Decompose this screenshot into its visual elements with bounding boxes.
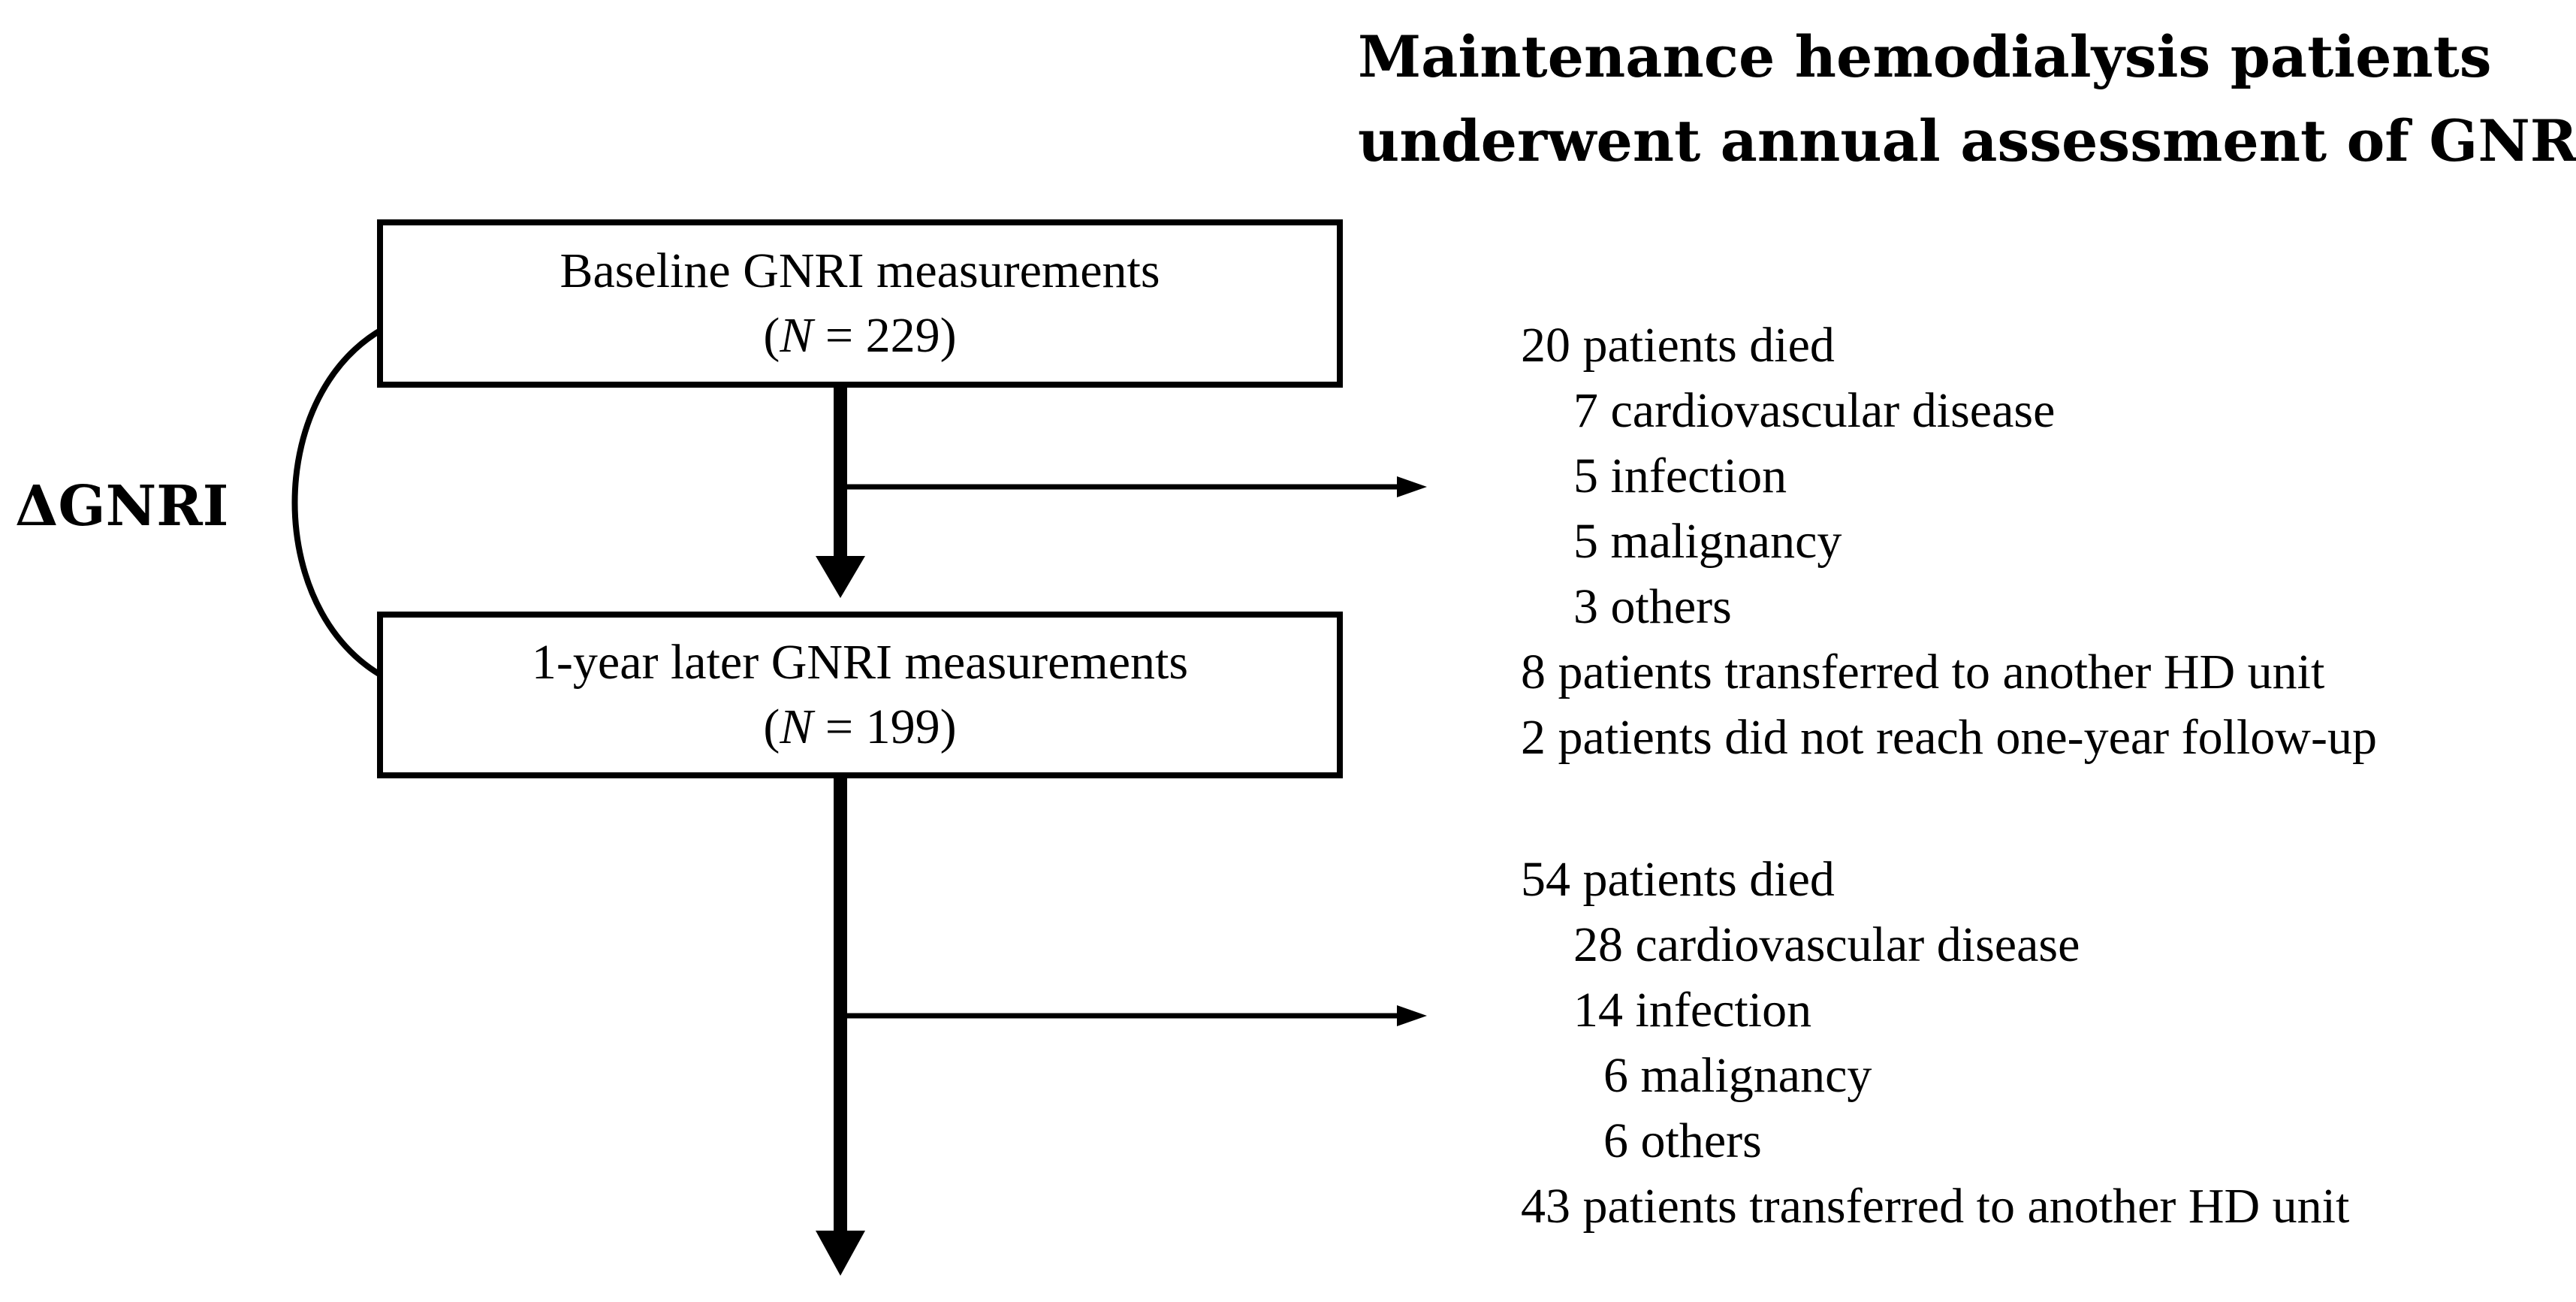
outcome-line: 6 malignancy	[1603, 1048, 1872, 1103]
outcomes-first-year: 20 patients died 7 cardiovascular disease…	[1521, 313, 2377, 770]
outcome-line: 20 patients died	[1521, 318, 1835, 373]
outcome-line: 7 cardiovascular disease	[1573, 383, 2056, 438]
diagram-title: Maintenance hemodialysis patients underw…	[1358, 15, 2576, 183]
outcome-line: 28 cardiovascular disease	[1573, 917, 2080, 972]
outcome-line: 54 patients died	[1521, 852, 1835, 907]
outcome-line: 2 patients did not reach one-year follow…	[1521, 710, 2377, 765]
outcome-line: 6 others	[1603, 1113, 1762, 1168]
followup-box: 1-year later GNRI measurements (N = 199)	[377, 612, 1343, 778]
followup-count: (N = 199)	[763, 699, 957, 754]
outcome-line: 3 others	[1573, 579, 1732, 634]
branch-arrowhead-2	[1397, 1005, 1427, 1026]
arrowhead-to-followup	[816, 556, 865, 598]
branch-arrowhead-1	[1397, 476, 1427, 497]
baseline-label: Baseline GNRI measurements	[560, 243, 1160, 298]
arrowhead-down	[816, 1231, 865, 1276]
followup-label: 1-year later GNRI measurements	[531, 635, 1189, 690]
outcomes-after: 54 patients died 28 cardiovascular diseas…	[1521, 847, 2349, 1239]
outcome-line: 8 patients transferred to another HD uni…	[1521, 645, 2325, 699]
baseline-box: Baseline GNRI measurements (N = 229)	[377, 219, 1343, 388]
outcome-line: 43 patients transferred to another HD un…	[1521, 1179, 2350, 1234]
title-line-1: Maintenance hemodialysis patients	[1358, 23, 2492, 90]
outcome-line: 5 malignancy	[1573, 514, 1842, 569]
delta-gnri-label: ΔGNRI	[15, 474, 229, 539]
title-line-2: underwent annual assessment of GNRI	[1358, 107, 2576, 174]
outcome-line: 5 infection	[1573, 449, 1787, 503]
outcome-line: 14 infection	[1573, 983, 1812, 1038]
baseline-count: (N = 229)	[763, 308, 957, 363]
delta-bracket	[291, 317, 403, 688]
